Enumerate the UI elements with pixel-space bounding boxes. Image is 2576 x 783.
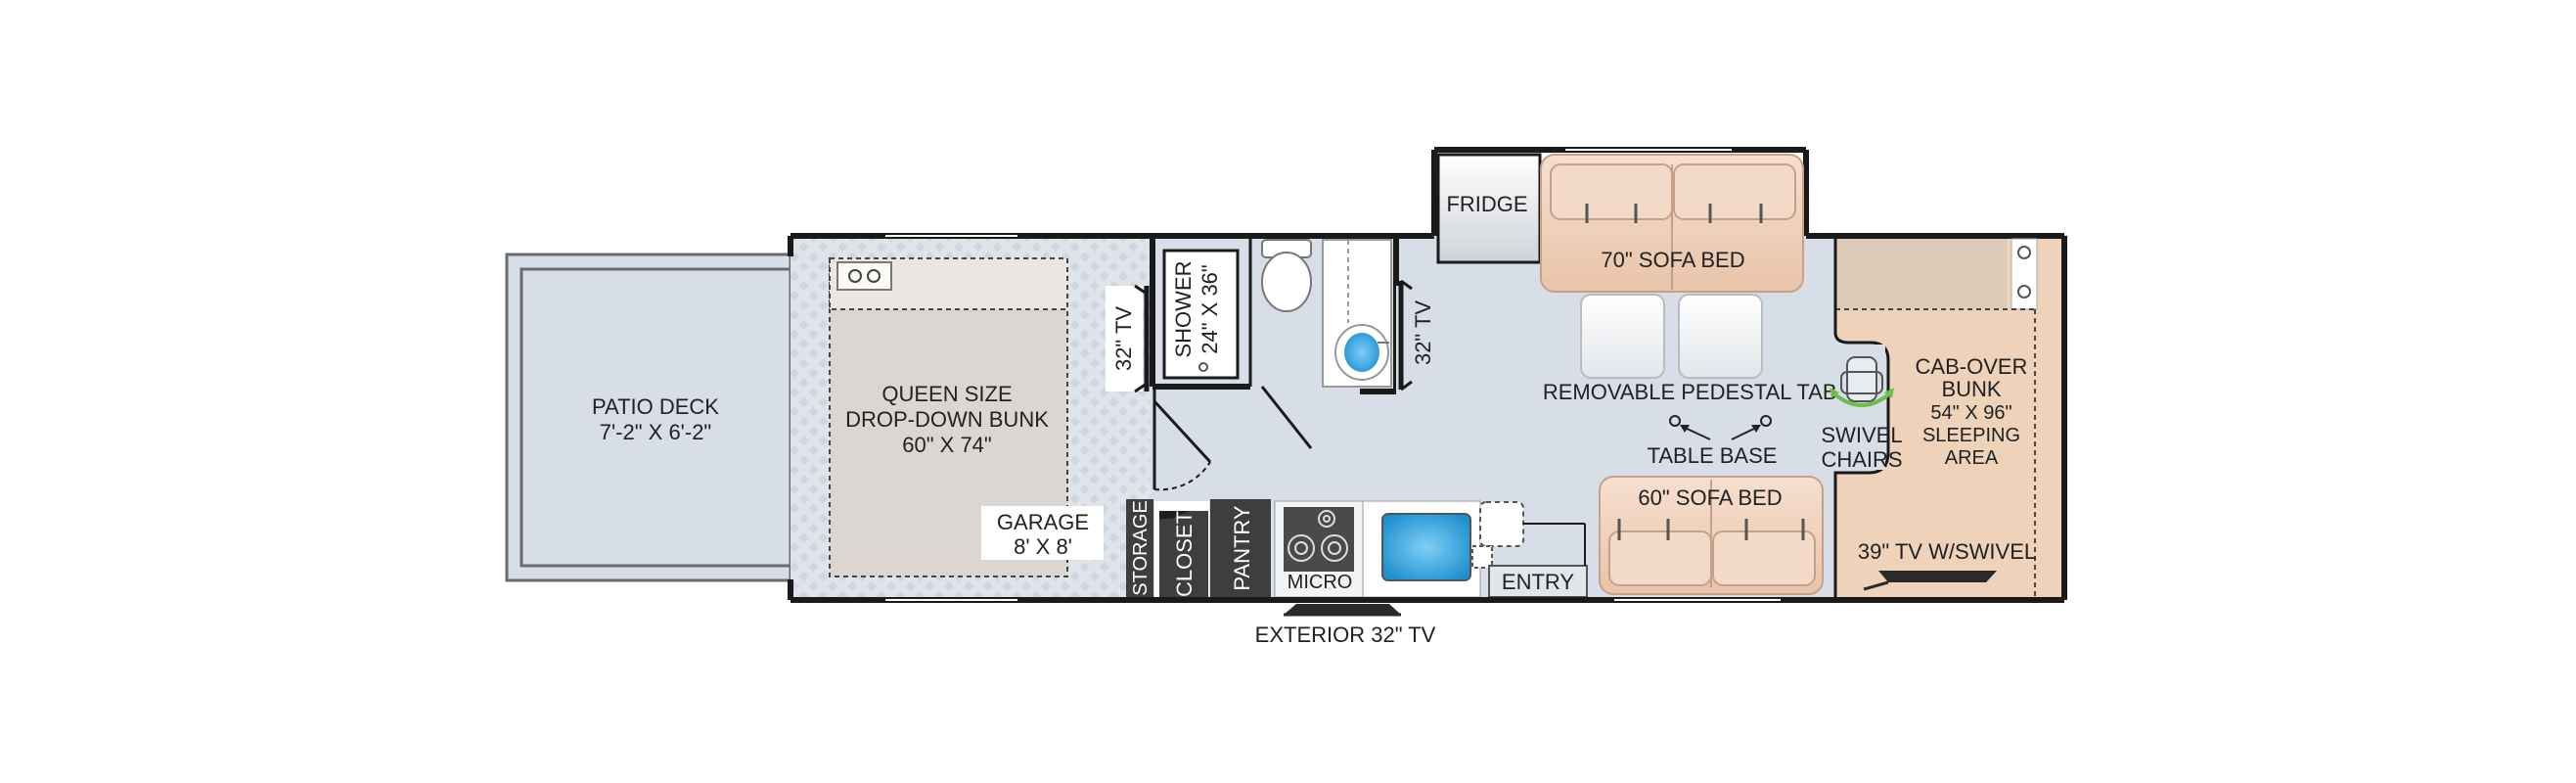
garage: QUEEN SIZE DROP-DOWN BUNK 60" X 74" GARA… bbox=[791, 237, 1151, 597]
cabover-label-3: 54" X 96" bbox=[1930, 402, 2011, 424]
closet bbox=[1159, 511, 1208, 597]
tv-bath-label: 32" TV bbox=[1411, 300, 1435, 365]
bunk-label-1: QUEEN SIZE bbox=[881, 382, 1012, 406]
cabinet-row: STORAGE CLOSET PANTRY MICRO ENTRY bbox=[1126, 499, 1588, 598]
shower-label-1: SHOWER bbox=[1171, 261, 1196, 358]
patio-deck: PATIO DECK 7'-2" X 6'-2" bbox=[505, 253, 792, 582]
micro-label: MICRO bbox=[1288, 572, 1353, 593]
cabover-label-2: BUNK bbox=[1941, 377, 2001, 401]
storage bbox=[1126, 499, 1153, 597]
toilet bbox=[1261, 239, 1312, 312]
closet-label: CLOSET bbox=[1172, 511, 1197, 597]
pantry-label: PANTRY bbox=[1230, 505, 1254, 591]
cabover-label-1: CAB-OVER bbox=[1916, 354, 2028, 379]
cabover-label-5: AREA bbox=[1945, 447, 1999, 469]
burner-icon bbox=[1321, 534, 1348, 562]
pantry bbox=[1210, 499, 1271, 597]
burner-icon bbox=[1288, 534, 1315, 562]
sofa-bed-60-label: 60" SOFA BED bbox=[1638, 485, 1782, 510]
sofa-bed-60: 60" SOFA BED bbox=[1599, 476, 1824, 595]
storage-label: STORAGE bbox=[1130, 500, 1152, 595]
exterior-tv: EXTERIOR 32" TV bbox=[1255, 604, 1436, 647]
removable-tables-label: REMOVABLE PEDESTAL TABLES bbox=[1543, 380, 1877, 404]
fridge-label: FRIDGE bbox=[1446, 192, 1527, 216]
sofa-bed-70-label: 70" SOFA BED bbox=[1601, 248, 1744, 272]
kitchen-sink bbox=[1381, 513, 1471, 581]
pedestal-tables: REMOVABLE PEDESTAL TABLES TABLE BASE bbox=[1543, 294, 1877, 468]
table-right bbox=[1678, 294, 1763, 379]
exterior-tv-icon bbox=[1284, 604, 1401, 615]
tv-rear-label: 32" TV bbox=[1111, 306, 1136, 371]
bathroom: 32" TV SHOWER 24" X 36" bbox=[1106, 236, 1435, 491]
swivel-chair-icon bbox=[1846, 356, 1877, 402]
pillow bbox=[836, 261, 892, 291]
garage-label-2: 8' X 8' bbox=[1014, 534, 1072, 559]
shower bbox=[1162, 249, 1240, 380]
entry bbox=[1488, 565, 1588, 598]
burner-icon bbox=[1318, 510, 1335, 528]
swivel-chairs: SWIVEL CHAIRS bbox=[1821, 345, 1903, 472]
vanity bbox=[1322, 239, 1392, 388]
bunk-label-3: 60" X 74" bbox=[902, 433, 991, 457]
patio-deck-dims: 7'-2" X 6'-2" bbox=[600, 420, 712, 444]
sofa-bed-70: 70" SOFA BED bbox=[1540, 154, 1804, 293]
bath-sink bbox=[1344, 333, 1379, 372]
patio-deck-title: PATIO DECK bbox=[592, 394, 719, 419]
shower-label-2: 24" X 36" bbox=[1198, 264, 1222, 353]
table-base-label: TABLE BASE bbox=[1648, 443, 1778, 468]
fridge: FRIDGE bbox=[1436, 153, 1542, 264]
entry-label: ENTRY bbox=[1502, 570, 1574, 594]
bunk-label-2: DROP-DOWN BUNK bbox=[845, 407, 1049, 432]
table-left bbox=[1580, 294, 1665, 379]
swivel-label-1: SWIVEL bbox=[1821, 423, 1902, 447]
garage-label-1: GARAGE bbox=[997, 510, 1089, 534]
cabover-label-4: SLEEPING bbox=[1922, 425, 2020, 446]
swivel-label-2: CHAIRS bbox=[1821, 447, 1902, 472]
tv-swivel-label: 39" TV W/SWIVEL bbox=[1858, 539, 2036, 564]
swivel-tv bbox=[1878, 571, 1997, 582]
exterior-tv-label: EXTERIOR 32" TV bbox=[1255, 622, 1436, 647]
